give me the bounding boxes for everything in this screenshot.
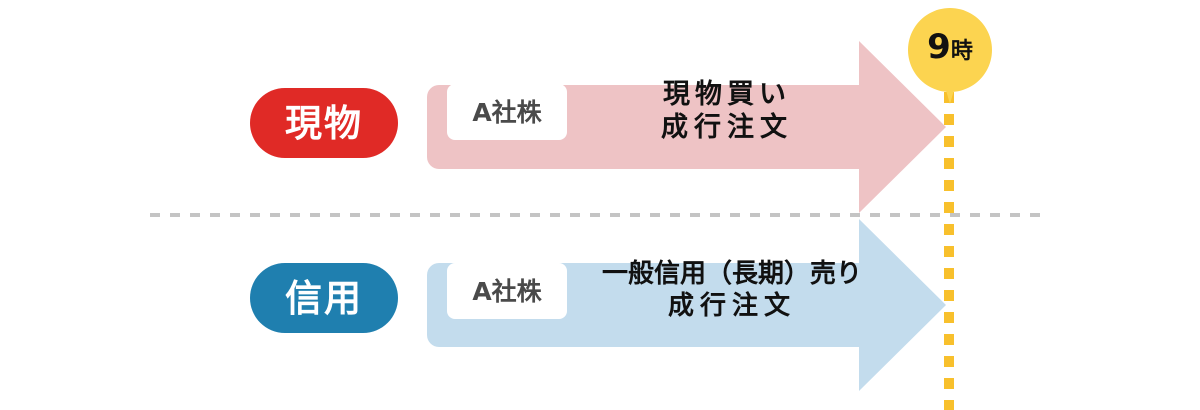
time-marker-unit: 時	[950, 39, 973, 64]
category-pill-spot: 現物	[250, 88, 398, 158]
arrow-content-margin: A社株 一般信用（長期）売り 成行注文	[427, 215, 950, 395]
ticker-tag-spot-label: A社株	[472, 97, 542, 127]
order-text-spot-line2: 成行注文	[661, 111, 793, 143]
time-marker-line	[944, 92, 954, 410]
order-text-spot: 現物買い 成行注文	[577, 79, 877, 145]
category-pill-spot-label: 現物	[285, 101, 363, 145]
balloon-pin-icon	[908, 8, 992, 104]
ticker-tag-margin-label: A社株	[472, 276, 542, 306]
time-marker-badge: 9時	[908, 8, 992, 104]
order-text-margin-line2: 成行注文	[667, 290, 796, 321]
arrow-shape-spot	[427, 41, 946, 213]
arrow-shape-margin	[427, 219, 946, 391]
category-pill-margin: 信用	[250, 263, 398, 333]
ticker-tag-margin: A社株	[447, 263, 567, 319]
section-divider	[150, 213, 1046, 217]
ticker-tag-spot: A社株	[447, 84, 567, 140]
order-text-margin: 一般信用（長期）売り 成行注文	[567, 259, 897, 322]
order-arrow-margin: A社株 一般信用（長期）売り 成行注文	[427, 215, 950, 395]
order-text-spot-line1: 現物買い	[663, 79, 791, 110]
order-text-margin-line1: 一般信用（長期）売り	[601, 259, 862, 289]
time-marker-label: 9時	[908, 30, 992, 64]
time-marker-number: 9	[927, 27, 951, 67]
arrow-content-spot: A社株 現物買い 成行注文	[427, 37, 950, 217]
order-arrow-spot: A社株 現物買い 成行注文	[427, 37, 950, 217]
category-pill-margin-label: 信用	[285, 276, 363, 320]
